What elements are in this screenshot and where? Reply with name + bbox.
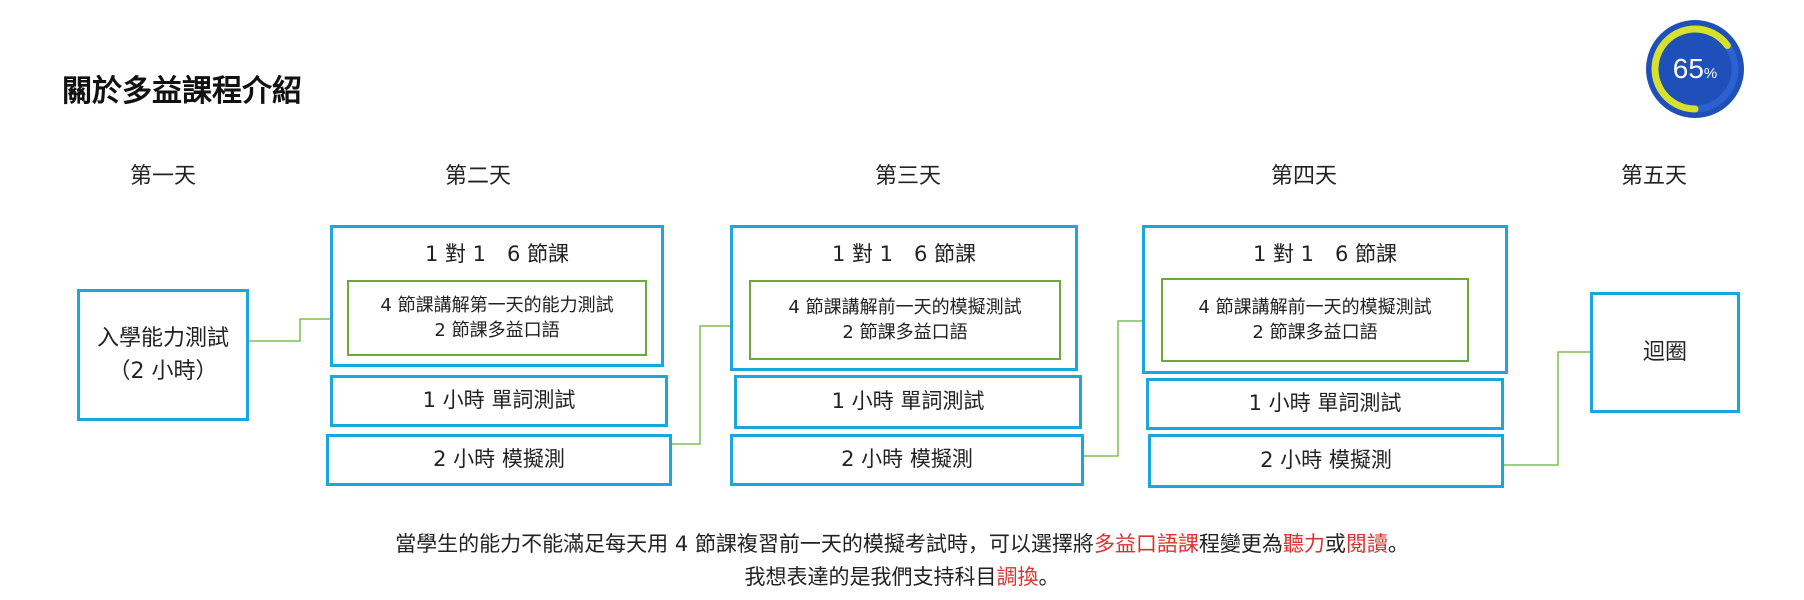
day2-mock-test-box: 2 小時 模擬測 xyxy=(326,434,672,486)
day-header-1: 第一天 xyxy=(129,164,196,189)
day3-vocab-label: 1 小時 單詞測試 xyxy=(831,389,985,414)
day5-loop-box: 迴圈 xyxy=(1590,292,1740,413)
footer-line2-text-b: 。 xyxy=(1038,565,1060,589)
day3-mock-test-box: 2 小時 模擬測 xyxy=(730,434,1084,486)
connector-day3-day4 xyxy=(1076,320,1160,457)
day2-vocab-label: 1 小時 單詞測試 xyxy=(422,388,576,413)
day5-loop-label: 迴圈 xyxy=(1642,340,1687,365)
day3-inner-box: 4 節課講解前一天的模擬測試 2 節課多益口語 xyxy=(749,280,1061,360)
day4-session-header: 1 對 1 6 節課 xyxy=(1252,242,1398,266)
day1-line2: （2 小時） xyxy=(108,359,218,384)
day2-inner-box: 4 節課講解第一天的能力測試 2 節課多益口語 xyxy=(347,280,647,356)
footer-line1-text-a: 當學生的能力不能滿足每天用 4 節課複習前一天的模擬考試時，可以選擇將 xyxy=(395,532,1094,556)
footer-note-line1: 當學生的能力不能滿足每天用 4 節課複習前一天的模擬考試時，可以選擇將多益口語課… xyxy=(0,528,1804,558)
day3-vocab-test-box: 1 小時 單詞測試 xyxy=(734,375,1082,429)
day2-inner-line2: 2 節課多益口語 xyxy=(434,320,560,341)
day2-vocab-test-box: 1 小時 單詞測試 xyxy=(330,375,668,427)
day3-session-header: 1 對 1 6 節課 xyxy=(831,242,977,266)
day-header-4: 第四天 xyxy=(1270,164,1337,189)
footer-highlight-swap: 調換 xyxy=(996,565,1039,589)
day3-session-box: 1 對 1 6 節課 4 節課講解前一天的模擬測試 2 節課多益口語 xyxy=(730,225,1078,371)
page-title: 關於多益課程介紹 xyxy=(62,74,302,109)
connector-day4-day5 xyxy=(1503,351,1590,466)
day2-mock-label: 2 小時 模擬測 xyxy=(433,447,565,472)
day2-inner-line1: 4 節課講解第一天的能力測試 xyxy=(380,294,614,316)
progress-ring-icon xyxy=(1646,20,1744,118)
day-header-5: 第五天 xyxy=(1620,164,1687,189)
footer-line1-text-b: 程變更為 xyxy=(1198,532,1283,556)
day-header-2: 第二天 xyxy=(444,164,511,189)
footer-highlight-listening: 聽力 xyxy=(1282,532,1325,556)
footer-highlight-reading: 閱讀 xyxy=(1345,532,1388,556)
connector-day2-day3 xyxy=(658,325,748,445)
day2-session-header: 1 對 1 6 節課 xyxy=(424,242,570,266)
footer-highlight-speaking: 多益口語課 xyxy=(1093,532,1199,556)
progress-unit: % xyxy=(1703,64,1718,82)
day4-mock-test-box: 2 小時 模擬測 xyxy=(1148,434,1504,488)
day4-vocab-label: 1 小時 單詞測試 xyxy=(1248,391,1402,416)
day4-session-box: 1 對 1 6 節課 4 節課講解前一天的模擬測試 2 節課多益口語 xyxy=(1142,225,1508,374)
day4-inner-line2: 2 節課多益口語 xyxy=(1252,322,1378,343)
day4-inner-box: 4 節課講解前一天的模擬測試 2 節課多益口語 xyxy=(1161,278,1469,362)
footer-line1-text-d: 。 xyxy=(1387,532,1409,556)
footer-note-line2: 我想表達的是我們支持科目調換。 xyxy=(0,561,1804,591)
day4-vocab-test-box: 1 小時 單詞測試 xyxy=(1146,378,1504,430)
day-header-3: 第三天 xyxy=(874,164,941,189)
day1-line1: 入學能力測試 xyxy=(96,326,229,351)
progress-value: 65 xyxy=(1672,53,1704,84)
day4-inner-line1: 4 節課講解前一天的模擬測試 xyxy=(1198,296,1432,318)
day1-placement-test-box: 入學能力測試 （2 小時） xyxy=(77,289,249,421)
footer-line2-text-a: 我想表達的是我們支持科目 xyxy=(744,565,997,589)
footer-line1-text-c: 或 xyxy=(1324,532,1346,556)
day3-mock-label: 2 小時 模擬測 xyxy=(841,447,973,472)
day2-session-box: 1 對 1 6 節課 4 節課講解第一天的能力測試 2 節課多益口語 xyxy=(330,225,664,367)
progress-badge: 65 % xyxy=(1644,18,1746,120)
day4-mock-label: 2 小時 模擬測 xyxy=(1260,448,1392,473)
day3-inner-line2: 2 節課多益口語 xyxy=(842,322,968,343)
connector-day1-day2 xyxy=(248,318,348,342)
day3-inner-line1: 4 節課講解前一天的模擬測試 xyxy=(788,296,1022,318)
